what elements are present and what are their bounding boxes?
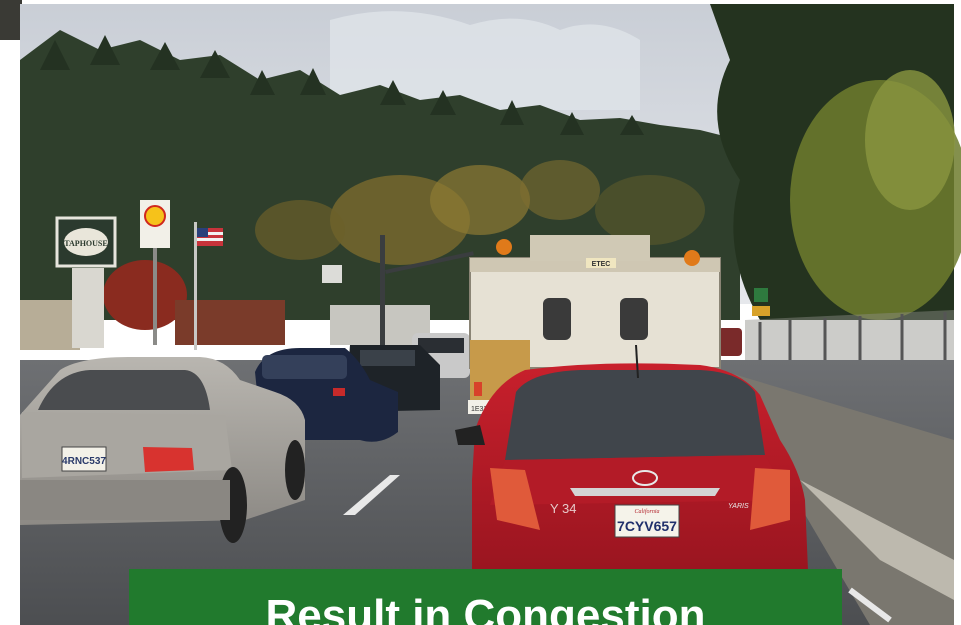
silver-car-plate: 4RNC537 [62,456,106,467]
taphouse-sign: TAPHOUSE [64,239,107,248]
red-car-plate: 7CYV657 [617,518,677,534]
red-car-plate-state: California [634,508,659,515]
caption-title: Result in Congestion [265,591,706,625]
red-car-model: YARIS [728,503,749,510]
red-car-badge: Y 34 [550,501,577,516]
truck-sign: ETEC [592,261,611,268]
caption-banner: Result in Congestion [129,569,842,625]
